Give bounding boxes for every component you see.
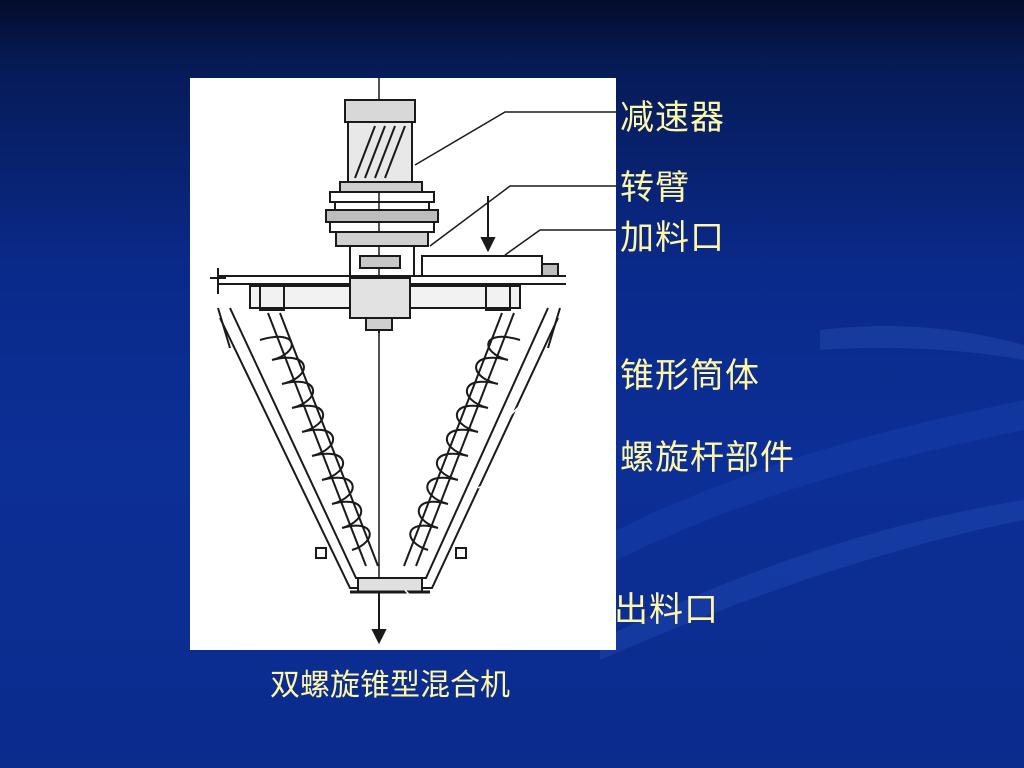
double-screw-cone-mixer-drawing bbox=[210, 78, 566, 645]
label-discharge-outlet: 出料口 bbox=[614, 590, 719, 630]
label-rotating-arm: 转臂 bbox=[620, 168, 690, 208]
discharge-outlet bbox=[350, 577, 430, 645]
mixer-diagram-panel bbox=[190, 78, 616, 650]
rotating-arm bbox=[249, 277, 521, 333]
conical-shell bbox=[217, 307, 561, 589]
label-conical-shell: 锥形筒体 bbox=[620, 356, 760, 396]
feed-arrow bbox=[480, 196, 496, 253]
figure-caption: 双螺旋锥型混合机 bbox=[270, 668, 510, 703]
label-reducer: 减速器 bbox=[620, 98, 725, 138]
label-screw-assembly: 螺旋杆部件 bbox=[620, 438, 795, 478]
left-screw bbox=[259, 312, 379, 567]
right-screw bbox=[403, 312, 521, 567]
reducer-icon bbox=[339, 99, 423, 193]
label-feed-inlet: 加料口 bbox=[620, 218, 725, 258]
